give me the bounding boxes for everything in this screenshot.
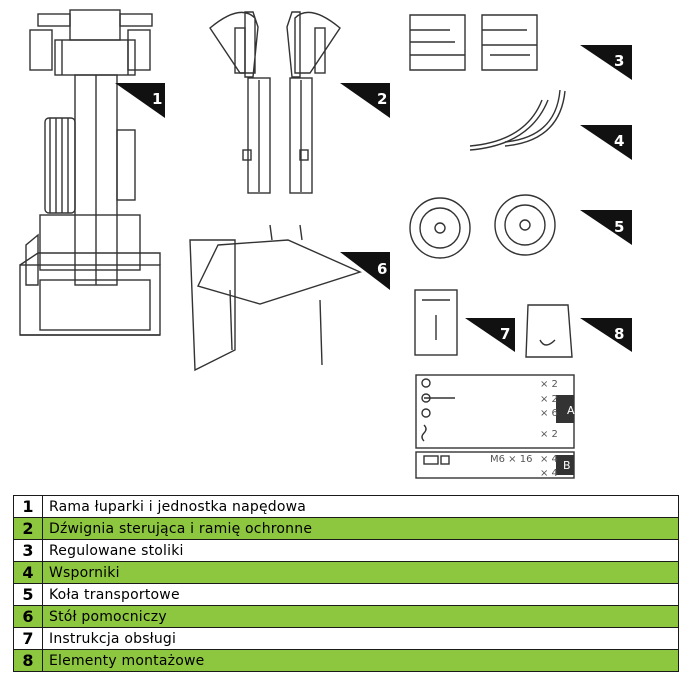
splitter-frame-drawing: [19, 9, 161, 336]
part-label: Koła transportowe: [42, 583, 679, 606]
fastener-count: × 4: [540, 468, 558, 479]
part-label: Elementy montażowe: [42, 649, 679, 672]
svg-text:7: 7: [500, 325, 510, 343]
svg-text:2: 2: [377, 90, 387, 108]
fastener-group-a-label: A: [567, 404, 575, 417]
fastener-count: × 2: [540, 379, 558, 390]
parts-list-table: 1 Rama łuparki i jednostka napędowa 2 Dź…: [13, 495, 679, 672]
svg-text:8: 8: [614, 325, 624, 343]
fastener-group-b-label: B: [563, 459, 571, 472]
part-number: 6: [13, 605, 43, 628]
bolt-size-label: M6 × 16: [490, 454, 532, 465]
callout-2: 2: [340, 83, 390, 118]
svg-text:5: 5: [614, 218, 624, 236]
svg-text:3: 3: [614, 52, 624, 70]
svg-text:6: 6: [377, 260, 387, 278]
part-number: 5: [13, 583, 43, 606]
table-row: 5 Koła transportowe: [13, 583, 679, 606]
part-label: Regulowane stoliki: [42, 539, 679, 562]
fasteners-box: [415, 374, 575, 479]
fastener-count: × 2: [540, 429, 558, 440]
table-row: 1 Rama łuparki i jednostka napędowa: [13, 495, 679, 518]
fastener-bag-drawing: [525, 304, 573, 358]
callout-5: 5: [580, 210, 632, 245]
part-label: Wsporniki: [42, 561, 679, 584]
callout-4: 4: [580, 125, 632, 160]
brackets-drawing: [469, 89, 566, 151]
fastener-count: × 4: [540, 454, 558, 465]
callout-3: 3: [580, 45, 632, 80]
part-number: 1: [13, 495, 43, 518]
part-number: 8: [13, 649, 43, 672]
part-label: Rama łuparki i jednostka napędowa: [42, 495, 679, 518]
table-row: 4 Wsporniki: [13, 561, 679, 584]
wheels-drawing: [409, 194, 556, 259]
part-number: 2: [13, 517, 43, 540]
control-lever-drawing: [209, 11, 341, 194]
table-row: 6 Stół pomocniczy: [13, 605, 679, 628]
part-label: Dźwignia sterująca i ramię ochronne: [42, 517, 679, 540]
part-label: Instrukcja obsługi: [42, 627, 679, 650]
manual-drawing: [414, 289, 458, 356]
part-number: 7: [13, 627, 43, 650]
fastener-count: × 6: [540, 408, 558, 419]
fastener-count: × 2: [540, 394, 558, 405]
svg-text:4: 4: [614, 132, 624, 150]
table-row: 7 Instrukcja obsługi: [13, 627, 679, 650]
callout-8: 8: [580, 318, 632, 352]
parts-illustration: A B × 2 × 2 × 6 × 2 M6 × 16 × 4 × 4 1 2 …: [19, 9, 632, 479]
table-row: 3 Regulowane stoliki: [13, 539, 679, 562]
table-row: 8 Elementy montażowe: [13, 649, 679, 672]
part-number: 3: [13, 539, 43, 562]
adjustable-tables-drawing: [409, 14, 538, 71]
table-row: 2 Dźwignia sterująca i ramię ochronne: [13, 517, 679, 540]
callout-6: 6: [340, 252, 390, 290]
svg-text:1: 1: [152, 90, 162, 108]
part-number: 4: [13, 561, 43, 584]
auxiliary-table-drawing: [189, 224, 362, 372]
callout-1: 1: [115, 83, 165, 118]
part-label: Stół pomocniczy: [42, 605, 679, 628]
callout-7: 7: [465, 318, 515, 352]
